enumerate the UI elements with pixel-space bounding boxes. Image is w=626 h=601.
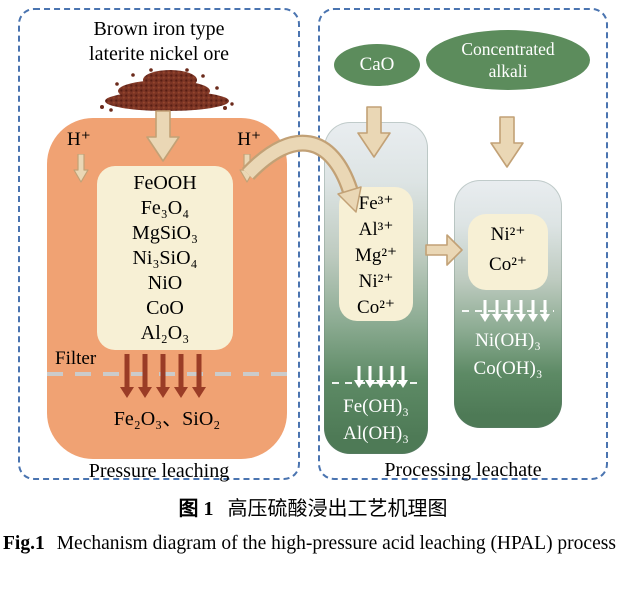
precipitate-formula: Ni(OH)₃ (475, 330, 541, 351)
down-arrow-icon (480, 300, 490, 322)
down-arrow-icon (357, 106, 391, 158)
down-arrow-icon (192, 354, 206, 398)
purification-vessel: Ni²⁺ Co²⁺ Ni(OH)₃ Co(OH)₃ (454, 180, 562, 428)
down-arrow-icon (354, 366, 364, 388)
mineral-formula: FeOOH (133, 172, 197, 194)
concentrated-alkali-line2: alkali (488, 61, 528, 81)
down-arrow-icon (398, 366, 408, 388)
figure-caption-cn: 图 1 高压硫酸浸出工艺机理图 (0, 492, 626, 521)
down-arrow-icon (156, 354, 170, 398)
figure-caption-en: Fig.1 Mechanism diagram of the high-press… (3, 527, 623, 561)
mineral-formula: Ni₃SiO₄ (132, 247, 198, 269)
figure-caption-cn-text: 高压硫酸浸出工艺机理图 (227, 498, 448, 520)
ore-title-line1: Brown iron type (93, 18, 225, 40)
ion-formula: Mg²⁺ (354, 245, 398, 266)
precipitate-formula: Co(OH)₃ (473, 358, 543, 379)
concentrated-alkali-line1: Concentrated (461, 39, 555, 59)
down-arrow-icon (174, 354, 188, 398)
ion-formula: Ni²⁺ (358, 271, 394, 292)
down-arrow-icon (504, 300, 514, 322)
down-arrow-icon (490, 116, 524, 168)
leachate-vessel: Fe³⁺ Al³⁺ Mg²⁺ Ni²⁺ Co²⁺ Fe(OH)₃ Al(OH)₃ (324, 122, 428, 454)
purify-ions-box: Ni²⁺ Co²⁺ (468, 214, 548, 290)
ore-title-line2: laterite nickel ore (89, 43, 229, 65)
minerals-box: FeOOH Fe₃O₄ MgSiO₃ Ni₃SiO₄ NiO CoO Al₂O₃ (97, 166, 233, 350)
ion-formula: Co²⁺ (357, 297, 395, 318)
down-arrow-icon (516, 300, 526, 322)
figure-caption-en-label: Fig.1 (3, 533, 45, 554)
mineral-formula: Al₂O₃ (140, 322, 190, 344)
pressure-leaching-panel: Brown iron type laterite nickel ore (18, 8, 300, 482)
mineral-formula: NiO (147, 272, 183, 294)
figure-caption-en-text: Mechanism diagram of the high-pressure a… (56, 533, 616, 554)
mineral-formula: CoO (146, 297, 184, 319)
ion-formula: Fe³⁺ (358, 193, 394, 214)
ion-formula: Al³⁺ (358, 219, 394, 240)
ion-formula: Ni²⁺ (490, 224, 526, 245)
concentrated-alkali-reagent: Concentrated alkali (426, 30, 590, 90)
down-arrow-icon (492, 300, 502, 322)
h-plus-label-left: H⁺ (67, 129, 91, 150)
pressure-leaching-label: Pressure leaching (88, 460, 230, 482)
ore-pile-illustration (100, 68, 234, 112)
leach-ions-box: Fe³⁺ Al³⁺ Mg²⁺ Ni²⁺ Co²⁺ (339, 187, 413, 321)
mineral-formula: MgSiO₃ (132, 222, 198, 244)
down-arrow-icon (146, 110, 180, 162)
down-arrow-icon (73, 154, 89, 183)
down-arrow-icon (376, 366, 386, 388)
down-arrow-icon (540, 300, 550, 322)
down-arrow-icon (239, 154, 255, 183)
precipitate-formula: Al(OH)₃ (343, 423, 409, 444)
cao-reagent: CaO (334, 44, 420, 86)
down-arrow-icon (387, 366, 397, 388)
processing-leachate-panel: CaO Concentrated alkali Fe³⁺ Al³⁺ Mg²⁺ N… (318, 8, 608, 481)
down-arrow-icon (528, 300, 538, 322)
mineral-formula: Fe₃O₄ (140, 197, 190, 219)
ion-formula: Co²⁺ (489, 254, 527, 275)
down-arrow-icon (365, 366, 375, 388)
precipitate-formula: Fe(OH)₃ (343, 396, 409, 417)
right-arrow-icon (425, 234, 463, 266)
residue-formula: Fe₂O₃、SiO₂ (113, 408, 221, 430)
h-plus-label-right: H⁺ (237, 129, 261, 150)
pressure-leaching-vessel: H⁺ H⁺ FeOOH Fe₃O₄ MgSiO₃ Ni₃SiO₄ NiO CoO… (47, 118, 287, 459)
down-arrow-icon (120, 354, 134, 398)
figure-caption-cn-label: 图 1 (178, 498, 214, 520)
down-arrow-icon (138, 354, 152, 398)
filter-label: Filter (55, 348, 97, 369)
processing-leachate-label: Processing leachate (384, 459, 542, 481)
